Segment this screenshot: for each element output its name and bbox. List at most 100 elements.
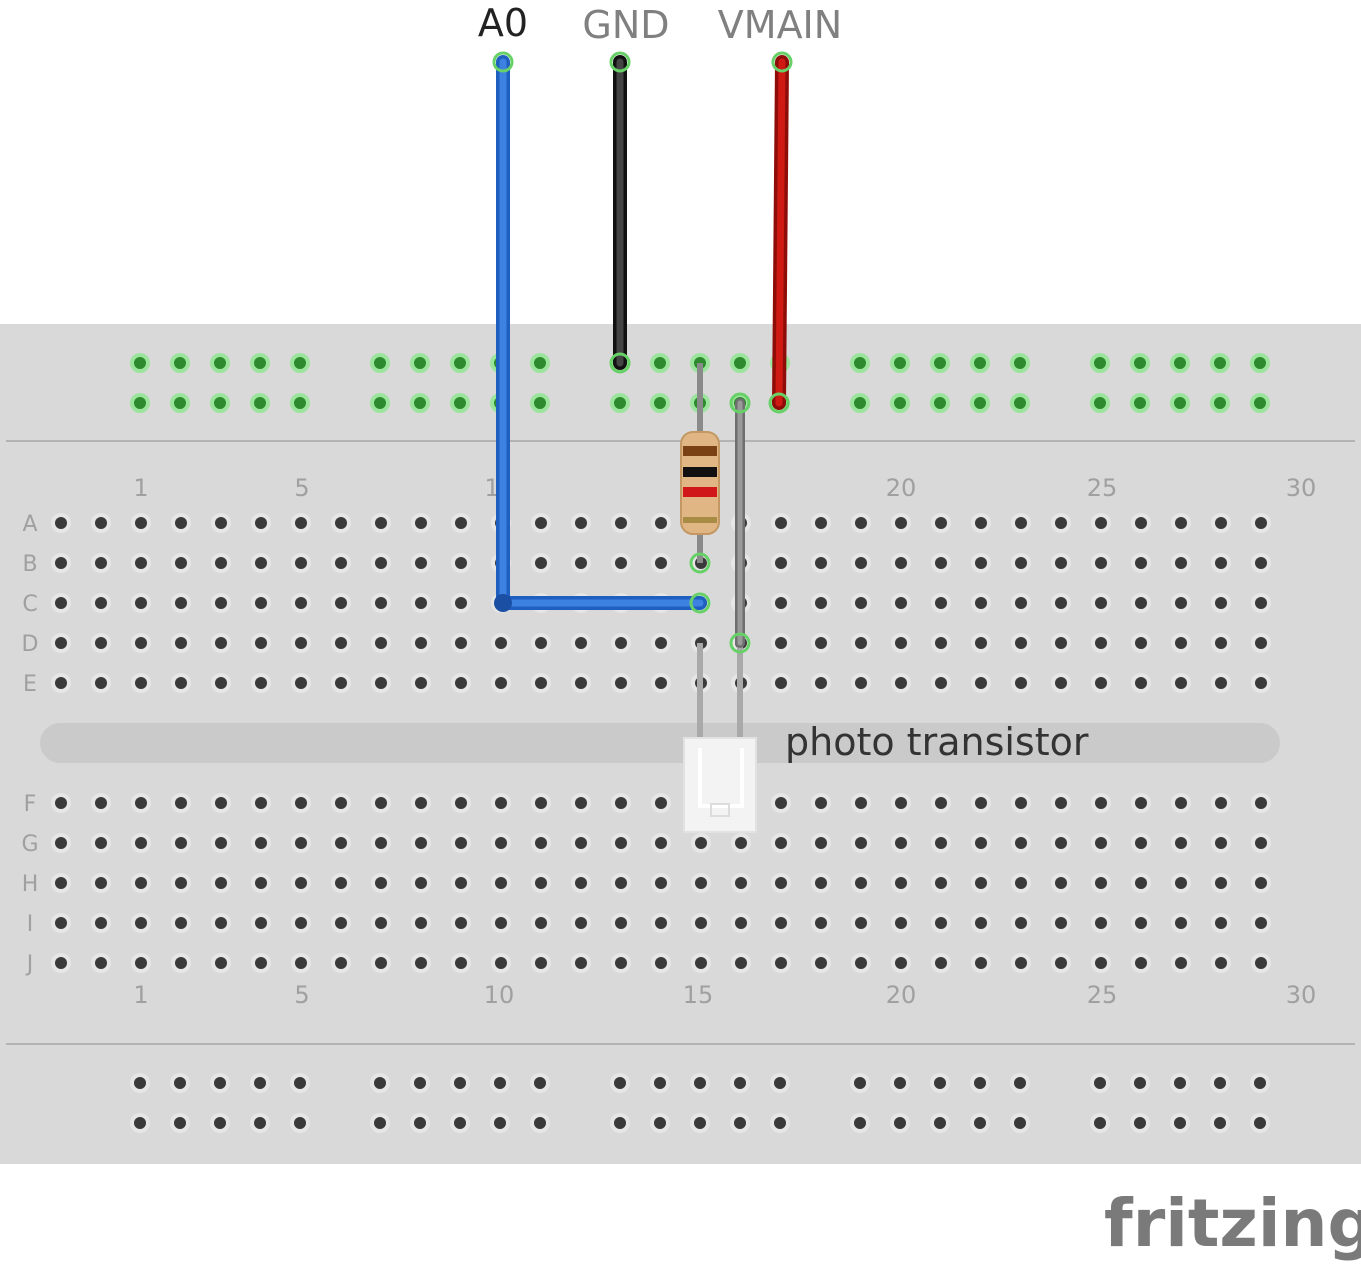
- breadboard-hole[interactable]: [1015, 797, 1027, 809]
- breadboard-hole[interactable]: [1135, 797, 1147, 809]
- breadboard-hole[interactable]: [455, 677, 467, 689]
- breadboard-hole[interactable]: [1175, 597, 1187, 609]
- breadboard-hole[interactable]: [495, 917, 507, 929]
- breadboard-hole[interactable]: [895, 597, 907, 609]
- breadboard-hole[interactable]: [375, 957, 387, 969]
- breadboard-hole[interactable]: [375, 637, 387, 649]
- breadboard-hole[interactable]: [95, 957, 107, 969]
- breadboard-hole[interactable]: [935, 877, 947, 889]
- breadboard-hole[interactable]: [175, 677, 187, 689]
- breadboard-hole[interactable]: [855, 557, 867, 569]
- breadboard-hole[interactable]: [495, 877, 507, 889]
- breadboard-hole[interactable]: [174, 397, 186, 409]
- breadboard-hole[interactable]: [895, 677, 907, 689]
- breadboard-hole[interactable]: [575, 797, 587, 809]
- breadboard-hole[interactable]: [254, 1077, 266, 1089]
- breadboard-hole[interactable]: [255, 957, 267, 969]
- breadboard-hole[interactable]: [495, 837, 507, 849]
- breadboard-hole[interactable]: [655, 877, 667, 889]
- breadboard-hole[interactable]: [455, 837, 467, 849]
- breadboard-hole[interactable]: [615, 917, 627, 929]
- breadboard-hole[interactable]: [1055, 597, 1067, 609]
- breadboard-hole[interactable]: [615, 797, 627, 809]
- breadboard-hole[interactable]: [1095, 597, 1107, 609]
- breadboard-hole[interactable]: [575, 957, 587, 969]
- breadboard-hole[interactable]: [95, 557, 107, 569]
- breadboard-hole[interactable]: [855, 517, 867, 529]
- breadboard-hole[interactable]: [55, 797, 67, 809]
- breadboard-hole[interactable]: [1015, 637, 1027, 649]
- breadboard-hole[interactable]: [1135, 637, 1147, 649]
- breadboard-hole[interactable]: [215, 957, 227, 969]
- breadboard-hole[interactable]: [975, 677, 987, 689]
- breadboard-hole[interactable]: [735, 877, 747, 889]
- breadboard-hole[interactable]: [1214, 357, 1226, 369]
- breadboard-hole[interactable]: [975, 837, 987, 849]
- breadboard-hole[interactable]: [655, 557, 667, 569]
- breadboard-hole[interactable]: [1174, 1117, 1186, 1129]
- breadboard-hole[interactable]: [1094, 397, 1106, 409]
- breadboard-hole[interactable]: [735, 957, 747, 969]
- breadboard-hole[interactable]: [375, 557, 387, 569]
- breadboard-hole[interactable]: [214, 1077, 226, 1089]
- breadboard-hole[interactable]: [1174, 397, 1186, 409]
- breadboard-hole[interactable]: [495, 637, 507, 649]
- breadboard-hole[interactable]: [414, 1077, 426, 1089]
- breadboard-hole[interactable]: [255, 517, 267, 529]
- breadboard-hole[interactable]: [815, 837, 827, 849]
- breadboard-hole[interactable]: [935, 637, 947, 649]
- breadboard-hole[interactable]: [1095, 797, 1107, 809]
- breadboard-hole[interactable]: [1055, 557, 1067, 569]
- breadboard-hole[interactable]: [174, 357, 186, 369]
- breadboard-hole[interactable]: [975, 917, 987, 929]
- breadboard-hole[interactable]: [335, 917, 347, 929]
- breadboard-hole[interactable]: [895, 557, 907, 569]
- breadboard-hole[interactable]: [135, 557, 147, 569]
- breadboard-hole[interactable]: [1014, 1117, 1026, 1129]
- breadboard-hole[interactable]: [1095, 957, 1107, 969]
- breadboard-hole[interactable]: [535, 677, 547, 689]
- breadboard-hole[interactable]: [1135, 677, 1147, 689]
- breadboard-hole[interactable]: [655, 837, 667, 849]
- breadboard-hole[interactable]: [415, 597, 427, 609]
- breadboard-hole[interactable]: [1214, 1077, 1226, 1089]
- breadboard-hole[interactable]: [215, 797, 227, 809]
- breadboard-hole[interactable]: [1175, 677, 1187, 689]
- breadboard-hole[interactable]: [295, 917, 307, 929]
- breadboard-hole[interactable]: [1055, 957, 1067, 969]
- breadboard-hole[interactable]: [1215, 957, 1227, 969]
- breadboard-hole[interactable]: [1015, 597, 1027, 609]
- breadboard-hole[interactable]: [1215, 877, 1227, 889]
- breadboard-hole[interactable]: [375, 597, 387, 609]
- breadboard-hole[interactable]: [735, 837, 747, 849]
- breadboard-hole[interactable]: [895, 957, 907, 969]
- breadboard-hole[interactable]: [1014, 397, 1026, 409]
- breadboard-hole[interactable]: [734, 1077, 746, 1089]
- breadboard-hole[interactable]: [375, 517, 387, 529]
- breadboard-hole[interactable]: [135, 917, 147, 929]
- breadboard-hole[interactable]: [1254, 1077, 1266, 1089]
- breadboard-hole[interactable]: [575, 837, 587, 849]
- breadboard-hole[interactable]: [654, 1117, 666, 1129]
- breadboard-hole[interactable]: [695, 957, 707, 969]
- breadboard-hole[interactable]: [654, 397, 666, 409]
- breadboard-hole[interactable]: [55, 597, 67, 609]
- breadboard-hole[interactable]: [934, 1077, 946, 1089]
- breadboard-hole[interactable]: [815, 677, 827, 689]
- breadboard-hole[interactable]: [175, 797, 187, 809]
- breadboard-hole[interactable]: [295, 957, 307, 969]
- breadboard-hole[interactable]: [455, 637, 467, 649]
- breadboard-hole[interactable]: [295, 557, 307, 569]
- breadboard-hole[interactable]: [775, 837, 787, 849]
- breadboard-hole[interactable]: [1255, 517, 1267, 529]
- breadboard-hole[interactable]: [375, 837, 387, 849]
- breadboard-hole[interactable]: [1135, 917, 1147, 929]
- breadboard-hole[interactable]: [575, 637, 587, 649]
- photo-transistor[interactable]: [683, 643, 757, 833]
- breadboard-hole[interactable]: [615, 837, 627, 849]
- breadboard-hole[interactable]: [855, 797, 867, 809]
- breadboard-hole[interactable]: [1095, 837, 1107, 849]
- breadboard-hole[interactable]: [1254, 357, 1266, 369]
- breadboard-hole[interactable]: [815, 597, 827, 609]
- breadboard-hole[interactable]: [655, 957, 667, 969]
